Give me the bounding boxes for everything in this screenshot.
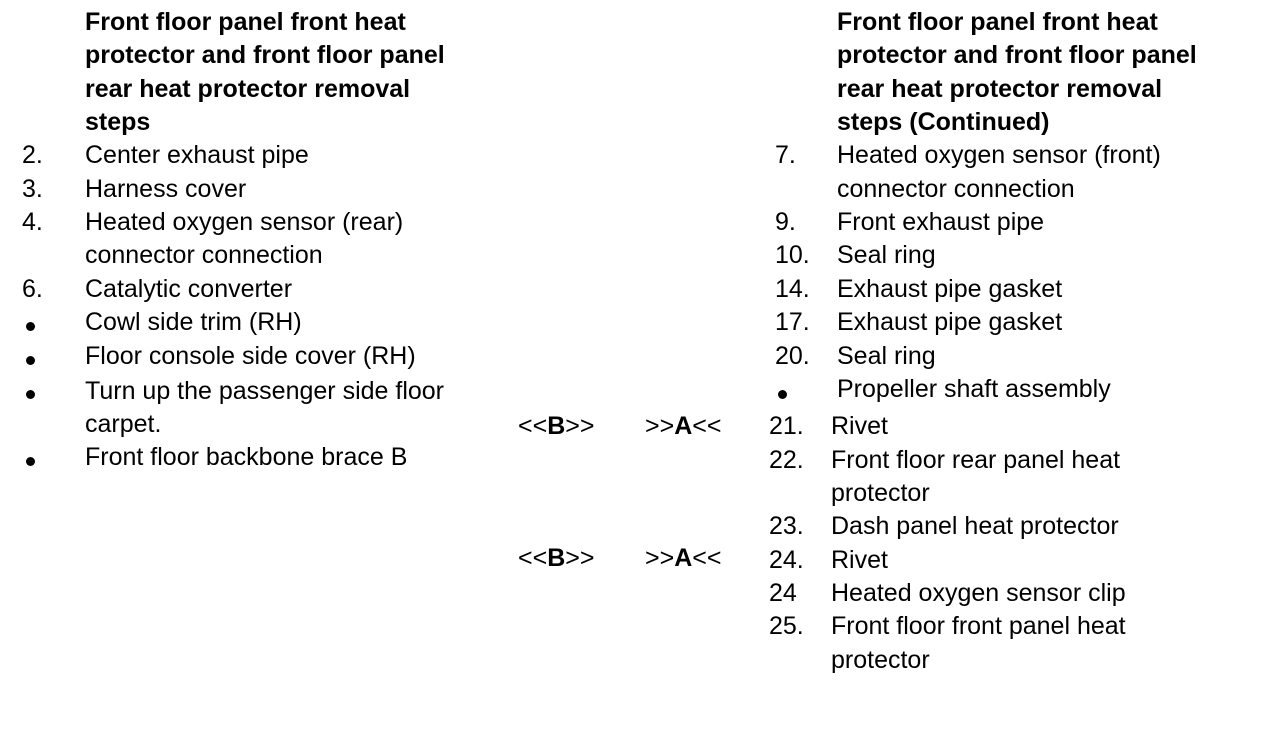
right-heading-line-3: rear heat protector removal bbox=[837, 75, 1163, 103]
left-item-text: Center exhaust pipe bbox=[85, 141, 309, 169]
left-item-number: 2. bbox=[22, 141, 43, 169]
right-item-number: 25. bbox=[769, 612, 804, 640]
right-heading-line-1: Front floor panel front heat bbox=[837, 8, 1158, 36]
right-item-text: Heated oxygen sensor (front) bbox=[837, 141, 1161, 169]
bullet-icon bbox=[26, 322, 35, 331]
right-item-number: 24. bbox=[769, 546, 804, 574]
right-item-text: Rivet bbox=[831, 546, 888, 574]
left-heading-line-1: Front floor panel front heat bbox=[85, 8, 406, 36]
left-item-text: Heated oxygen sensor (rear) bbox=[85, 208, 404, 236]
right-item-text: Heated oxygen sensor clip bbox=[831, 579, 1126, 607]
right-item-number: 17. bbox=[775, 308, 810, 336]
left-item-number: 3. bbox=[22, 175, 43, 203]
removal-mark-a: >>A<< bbox=[645, 544, 722, 572]
right-item-text-continued: protector bbox=[831, 646, 930, 674]
left-item-text-continued: connector connection bbox=[85, 241, 323, 269]
left-item-text: Catalytic converter bbox=[85, 275, 293, 303]
removal-mark-a: >>A<< bbox=[645, 412, 722, 440]
left-item-text-continued: carpet. bbox=[85, 410, 162, 438]
bullet-icon bbox=[26, 356, 35, 365]
installation-mark-b: <<B>> bbox=[518, 544, 595, 572]
right-item-number: 10. bbox=[775, 241, 810, 269]
right-item-number: 14. bbox=[775, 275, 810, 303]
right-heading-line-4: steps (Continued) bbox=[837, 108, 1050, 136]
right-item-text: Rivet bbox=[831, 412, 888, 440]
right-item-number: 24 bbox=[769, 579, 797, 607]
right-item-text: Dash panel heat protector bbox=[831, 512, 1119, 540]
left-item-text: Harness cover bbox=[85, 175, 247, 203]
bullet-icon bbox=[26, 390, 35, 399]
left-item-number: 4. bbox=[22, 208, 43, 236]
right-item-number: 7. bbox=[775, 141, 796, 169]
left-heading-line-4: steps bbox=[85, 108, 151, 136]
right-item-number: 23. bbox=[769, 512, 804, 540]
right-item-text-continued: protector bbox=[831, 479, 930, 507]
right-item-number: 21. bbox=[769, 412, 804, 440]
installation-mark-b: <<B>> bbox=[518, 412, 595, 440]
right-item-text: Exhaust pipe gasket bbox=[837, 308, 1063, 336]
left-heading-line-2: protector and front floor panel bbox=[85, 41, 445, 69]
left-item-number: 6. bbox=[22, 275, 43, 303]
left-item-text: Floor console side cover (RH) bbox=[85, 342, 416, 370]
left-item-text: Cowl side trim (RH) bbox=[85, 308, 302, 336]
right-item-number: 20. bbox=[775, 342, 810, 370]
left-item-text: Turn up the passenger side floor bbox=[85, 377, 445, 405]
bullet-icon bbox=[26, 457, 35, 466]
right-item-text: Seal ring bbox=[837, 342, 936, 370]
right-item-text: Front floor front panel heat bbox=[831, 612, 1126, 640]
right-item-text: Exhaust pipe gasket bbox=[837, 275, 1063, 303]
right-item-text: Propeller shaft assembly bbox=[837, 375, 1111, 403]
right-item-text-continued: connector connection bbox=[837, 175, 1075, 203]
right-item-number: 9. bbox=[775, 208, 796, 236]
left-item-text: Front floor backbone brace B bbox=[85, 443, 408, 471]
left-heading-line-3: rear heat protector removal bbox=[85, 75, 411, 103]
right-item-text: Front exhaust pipe bbox=[837, 208, 1045, 236]
bullet-icon bbox=[778, 390, 787, 399]
right-item-text: Front floor rear panel heat bbox=[831, 446, 1121, 474]
right-item-number: 22. bbox=[769, 446, 804, 474]
right-item-text: Seal ring bbox=[837, 241, 936, 269]
right-heading-line-2: protector and front floor panel bbox=[837, 41, 1197, 69]
